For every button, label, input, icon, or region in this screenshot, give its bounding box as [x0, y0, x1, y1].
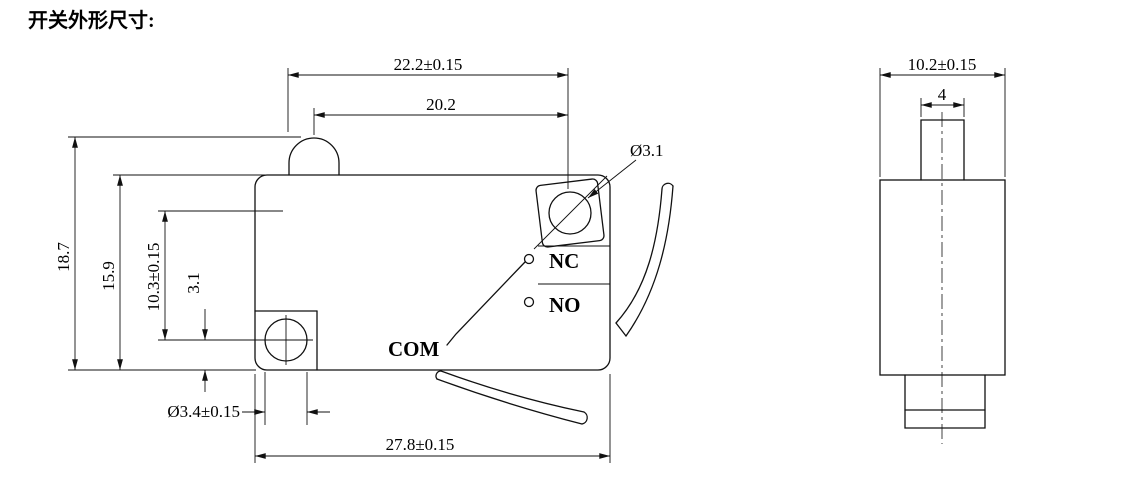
dim-bottom-width-label: 27.8±0.15	[386, 435, 455, 454]
dim-top-hole-dia-label: Ø3.1	[630, 141, 664, 160]
no-label: NO	[549, 293, 581, 317]
dim-bottom-hole-dia: Ø3.4±0.15	[167, 372, 330, 425]
dim-plunger-width-label: 4	[938, 85, 947, 104]
dim-side-width-label: 10.2±0.15	[908, 55, 977, 74]
page-title: 开关外形尺寸:	[28, 8, 155, 32]
switch-body	[254, 174, 611, 371]
moving-contact-arm	[446, 261, 526, 346]
bottom-lever	[435, 370, 588, 425]
side-terminal-block	[904, 374, 986, 429]
top-mounting-hole	[548, 191, 592, 235]
dim-total-height-label: 18.7	[54, 242, 73, 272]
no-contact-point	[523, 296, 535, 308]
leader-line	[587, 159, 637, 199]
dim-inner-width-label: 20.2	[426, 95, 456, 114]
front-view: NC NO COM 22.2±0.15 20.2 18.7 15.9	[54, 55, 674, 463]
dim-bottom-hole-dia-label: Ø3.4±0.15	[167, 402, 240, 421]
side-view: 10.2±0.15 4	[879, 55, 1006, 444]
com-label: COM	[388, 337, 440, 361]
dim-inner-width: 20.2	[313, 95, 568, 135]
dim-top-width: 22.2±0.15	[287, 55, 569, 189]
side-lever	[615, 182, 674, 337]
nc-label: NC	[549, 249, 579, 273]
dim-hole-offset: 3.1	[184, 272, 208, 392]
top-right-mounting-pad	[535, 178, 605, 248]
dim-side-width: 10.2±0.15	[879, 55, 1006, 177]
dim-bottom-width: 27.8±0.15	[254, 374, 611, 463]
hole-hatch-line	[533, 175, 608, 250]
nc-contact-point	[523, 253, 535, 265]
side-plunger	[920, 119, 965, 181]
dim-top-width-label: 22.2±0.15	[394, 55, 463, 74]
dim-body-height-label: 15.9	[99, 261, 118, 291]
dim-hole-offset-label: 3.1	[184, 272, 203, 293]
dim-top-hole-dia: Ø3.1	[587, 141, 664, 199]
dim-total-height: 18.7	[54, 136, 301, 371]
dim-hole-spacing: 10.3±0.15	[144, 210, 313, 341]
dim-body-height: 15.9	[99, 174, 283, 370]
side-body-outline	[879, 112, 1006, 444]
side-body	[879, 179, 1006, 376]
dim-plunger-width: 4	[920, 85, 965, 117]
dim-hole-spacing-label: 10.3±0.15	[144, 243, 163, 312]
plunger-button	[288, 137, 340, 176]
